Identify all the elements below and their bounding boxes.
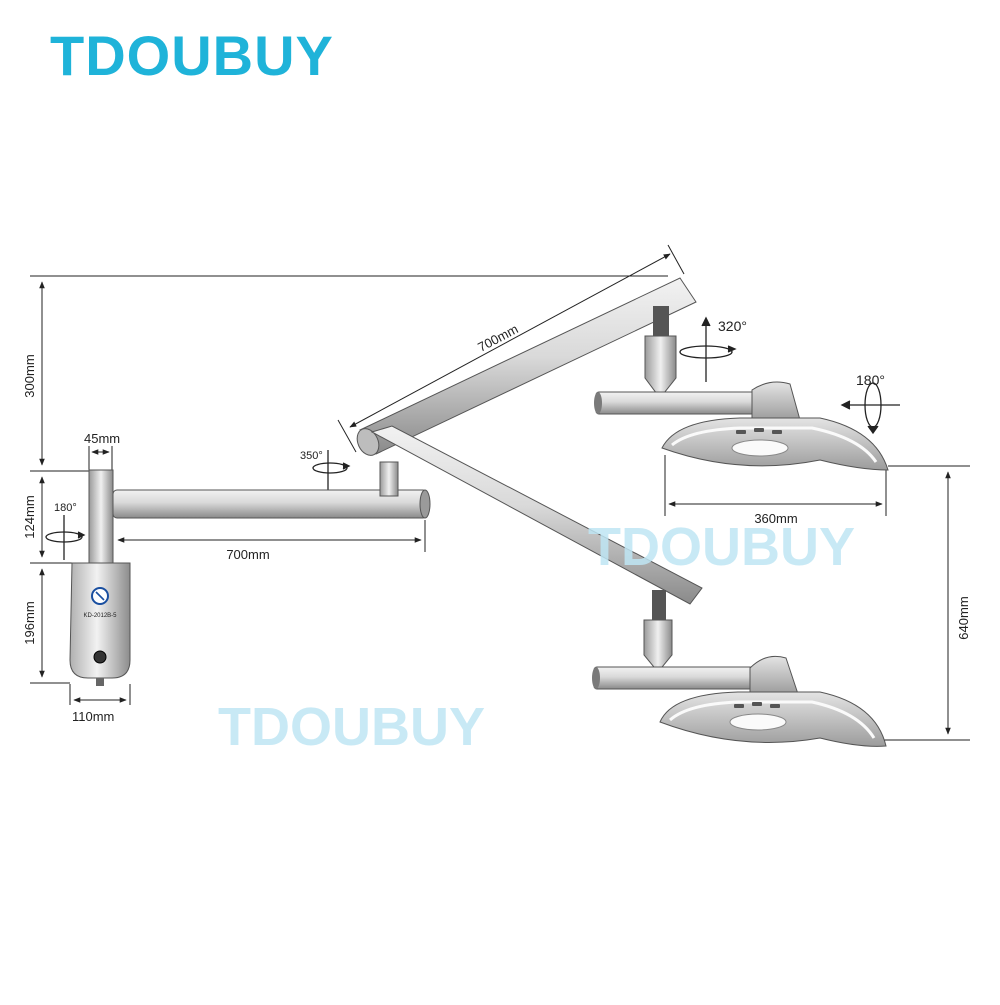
dim-joint-height: 124mm — [22, 495, 37, 538]
watermark-1: TDOUBUY — [588, 517, 855, 577]
dim-pole-width: 45mm — [84, 431, 120, 446]
rotation-elbow-label: 350° — [300, 450, 323, 462]
brand-logo: TDOUBUY — [50, 24, 334, 87]
lamp-head-lower — [659, 655, 887, 747]
dim-head-width: 360mm — [754, 511, 797, 526]
dim-upper-arm: 700mm — [475, 321, 520, 355]
dim-base-width: 110mm — [72, 709, 114, 724]
dim-base-height: 196mm — [22, 601, 37, 644]
power-switch-icon — [93, 650, 107, 664]
dimension-lines — [30, 244, 970, 741]
dim-drop-height: 640mm — [956, 596, 971, 639]
dim-arm-height: 300mm — [22, 354, 37, 397]
rotation-arrows — [45, 316, 900, 560]
upper-arm-lowered — [370, 425, 755, 690]
upper-arm-raised — [356, 277, 757, 456]
lower-arm — [112, 461, 431, 519]
rotation-swivel-label: 320° — [718, 318, 747, 334]
wall-mount — [69, 469, 131, 686]
watermark-2: TDOUBUY — [218, 697, 485, 757]
rotation-base-label: 180° — [54, 502, 77, 514]
model-label: KD-2012B-5 — [83, 613, 117, 619]
lamp-head-upper — [661, 381, 889, 471]
dim-lower-arm: 700mm — [226, 547, 269, 562]
rotation-tilt-label: 180° — [856, 372, 885, 388]
